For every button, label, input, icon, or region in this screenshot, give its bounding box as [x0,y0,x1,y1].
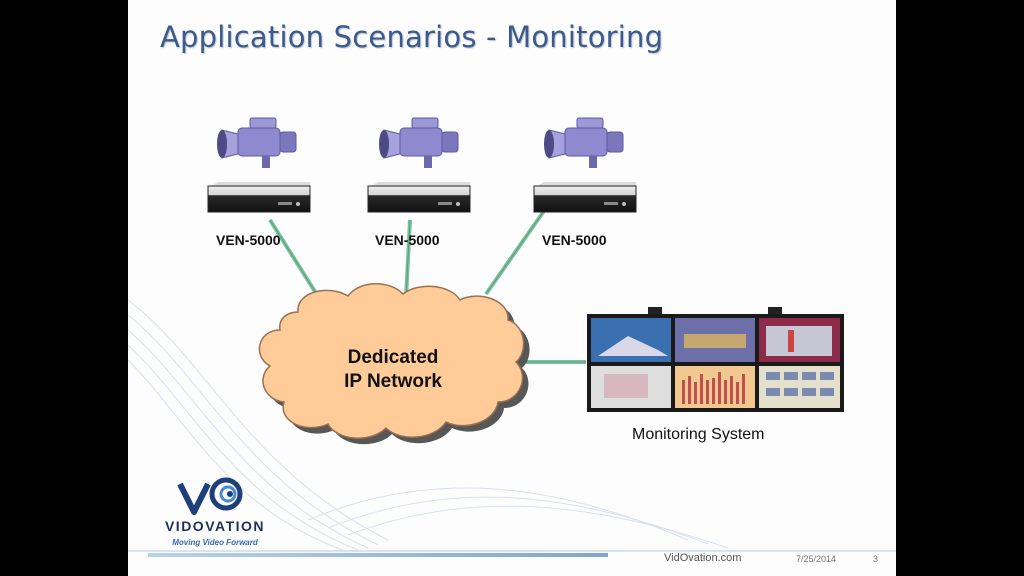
network-cloud-label: Dedicated IP Network [323,346,463,394]
network-label-line1: Dedicated [323,346,463,370]
slide: Application Scenarios - Monitoring VEN-5… [128,0,896,576]
footer-page-number: 3 [873,554,878,564]
slide-title: Application Scenarios - Monitoring [160,20,663,54]
logo-name: VIDOVATION [150,518,280,534]
footer-url: VidOvation.com [664,552,741,564]
encoder-appliance-icon [208,182,310,212]
video-camera-icon [379,118,458,168]
video-camera-icon [544,118,623,168]
encoder-appliance-icon [534,182,636,212]
video-camera-icon [217,118,296,168]
monitoring-system-label: Monitoring System [632,426,765,444]
encoder-label: VEN-5000 [375,232,440,248]
footer-date: 7/25/2014 [796,554,836,564]
encoder-label: VEN-5000 [542,232,607,248]
monitor-wall-icon [587,307,844,412]
vidovation-logo-text: VIDOVATION Moving Video Forward [150,472,280,552]
encoder-label: VEN-5000 [216,232,281,248]
encoder-appliance-icon [368,182,470,212]
logo-tagline: Moving Video Forward [150,538,280,547]
network-label-line2: IP Network [323,370,463,394]
